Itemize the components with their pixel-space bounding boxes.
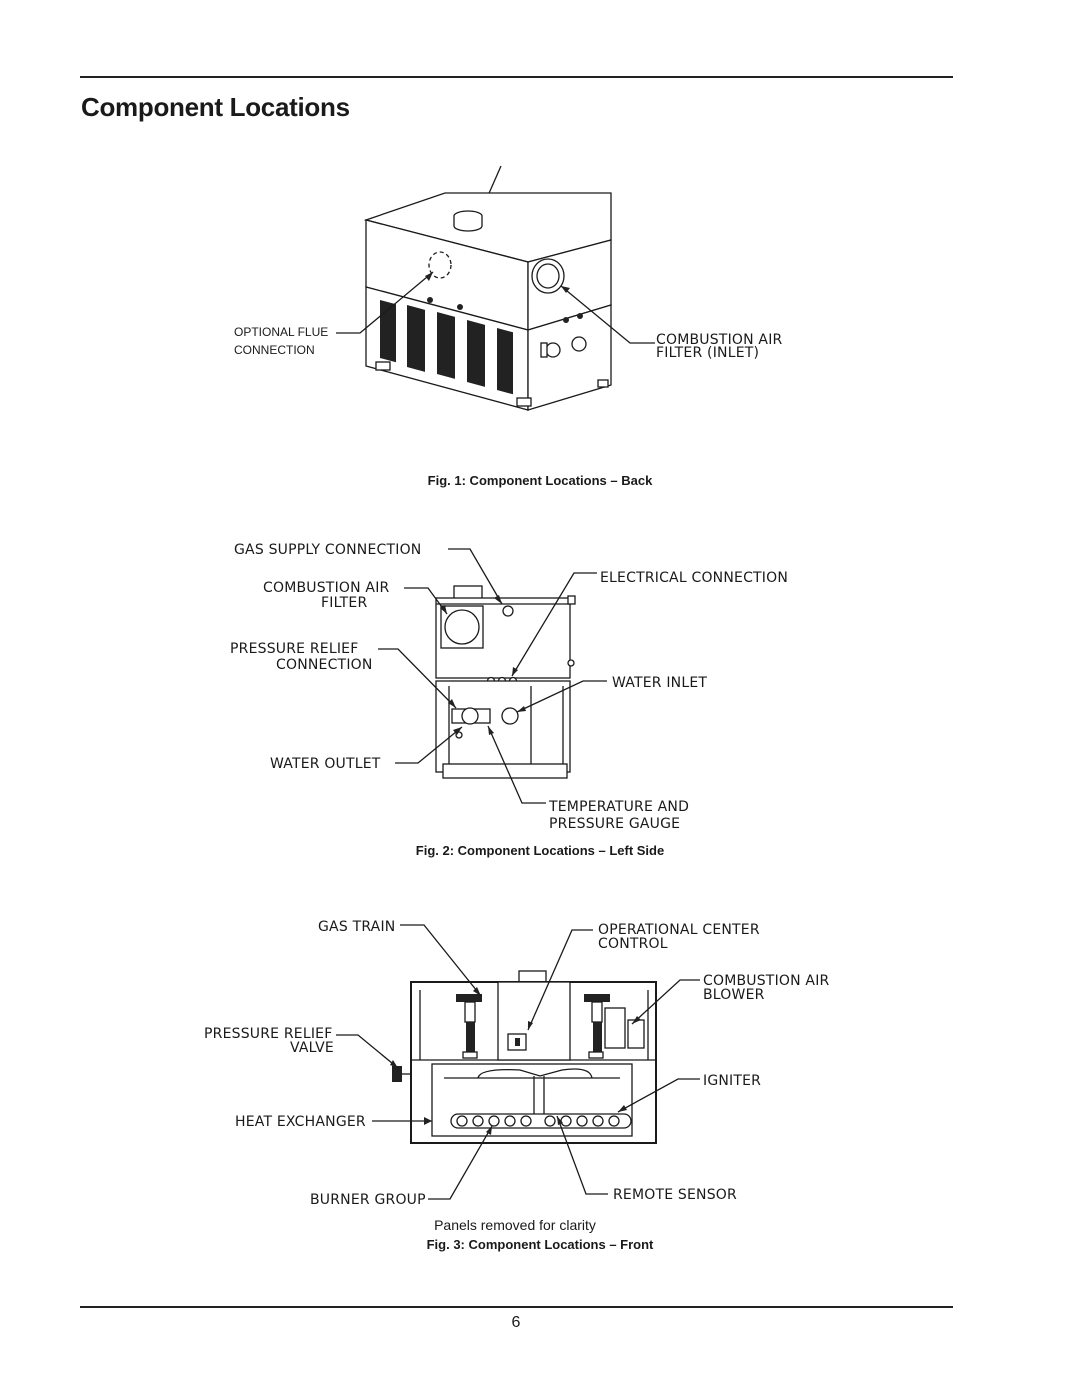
page-title: Component Locations	[81, 92, 350, 122]
fig2-label-water-outlet: WATER OUTLET	[270, 756, 381, 772]
fig2-label-pressure-relief-line1: PRESSURE RELIEF	[230, 641, 358, 657]
fig2-label-gas-supply: GAS SUPPLY CONNECTION	[234, 542, 421, 558]
top-rule	[80, 76, 953, 78]
fig1-label-air-filter-line1: COMBUSTION AIR	[656, 332, 783, 348]
fig3-label-relief-valve-line1: PRESSURE RELIEF	[204, 1026, 332, 1042]
fig2-label-temp-gauge-line1: TEMPERATURE AND	[548, 799, 689, 815]
fig1-label-optional-flue-line2: CONNECTION	[234, 343, 315, 357]
fig3-drawing: GAS TRAIN OPERATIONAL CENTER CONTROL COM…	[204, 919, 830, 1208]
fig3-label-blower-line1: COMBUSTION AIR	[703, 973, 830, 989]
fig3-label-op-center-line2: CONTROL	[598, 936, 668, 952]
fig3-label-op-center-line1: OPERATIONAL CENTER	[598, 922, 760, 938]
fig2-label-pressure-relief-line2: CONNECTION	[276, 657, 373, 673]
fig1-caption: Fig. 1: Component Locations – Back	[427, 473, 653, 488]
fig1-drawing: OPTIONAL FLUE CONNECTION COMBUSTION AIR …	[234, 165, 783, 411]
fig2-label-electrical: ELECTRICAL CONNECTION	[600, 570, 788, 586]
fig3-label-remote-sensor: REMOTE SENSOR	[613, 1187, 737, 1203]
fig3-label-gas-train: GAS TRAIN	[318, 919, 395, 935]
fig2-drawing: GAS SUPPLY CONNECTION COMBUSTION AIR FIL…	[230, 542, 788, 832]
fig2-caption: Fig. 2: Component Locations – Left Side	[415, 843, 665, 858]
fig2-label-air-filter-line1: COMBUSTION AIR	[263, 580, 390, 596]
fig3-note: Panels removed for clarity	[434, 1217, 596, 1233]
fig2-label-temp-gauge-line2: PRESSURE GAUGE	[549, 816, 680, 832]
fig2-label-water-inlet: WATER INLET	[612, 675, 707, 691]
fig3-label-heat-exchanger: HEAT EXCHANGER	[235, 1114, 366, 1130]
fig3-caption: Fig. 3: Component Locations – Front	[426, 1237, 654, 1252]
fig3-label-blower-line2: BLOWER	[703, 987, 765, 1003]
fig3-label-burner-group: BURNER GROUP	[310, 1192, 426, 1208]
fig3-label-relief-valve-line2: VALVE	[290, 1040, 334, 1056]
page-number: 6	[511, 1314, 521, 1331]
fig2-label-air-filter-line2: FILTER	[321, 595, 367, 611]
fig1-label-optional-flue-line1: OPTIONAL FLUE	[234, 325, 328, 339]
fig3-label-igniter: IGNITER	[703, 1073, 761, 1089]
bottom-rule	[80, 1306, 953, 1308]
fig1-label-air-filter-line2: FILTER (INLET)	[656, 345, 759, 361]
